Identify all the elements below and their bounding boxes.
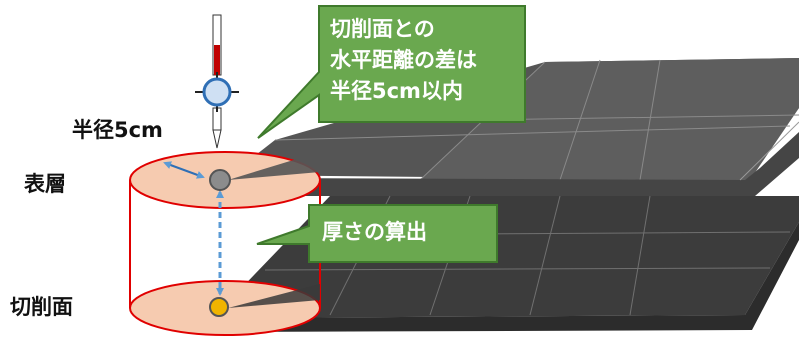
radius-arrow — [163, 161, 205, 179]
callout-top-line: 切削面との — [330, 17, 435, 41]
callout-middle-box — [256, 204, 498, 263]
radius-label: 半径5cm — [72, 118, 163, 142]
survey-rod-icon — [195, 14, 239, 149]
surface-point-icon — [209, 169, 231, 191]
callout-top-line: 水平距離の差は — [330, 48, 477, 72]
cutting-surface-label: 切削面 — [10, 295, 73, 319]
callout-top-box — [257, 5, 526, 139]
callout-top-text: 切削面との 水平距離の差は 半径5cm以内 — [330, 14, 477, 107]
callout-top-line: 半径5cm以内 — [330, 79, 463, 103]
surface-layer-label: 表層 — [24, 172, 66, 196]
cut-point-icon — [209, 297, 229, 317]
callout-middle-text: 厚さの算出 — [322, 220, 427, 244]
